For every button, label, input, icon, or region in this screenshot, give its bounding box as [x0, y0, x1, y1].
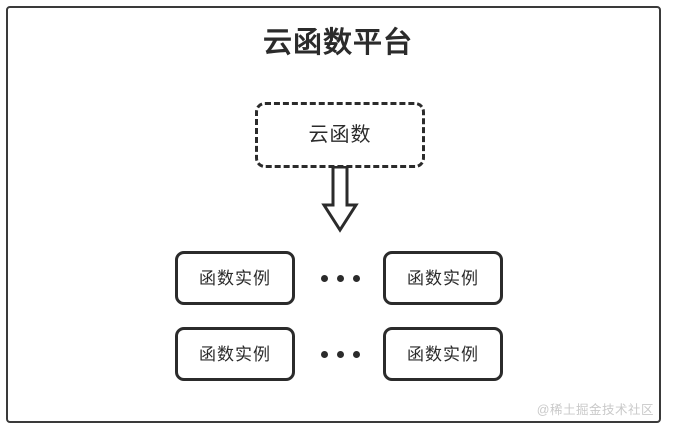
- instance-box-row1-col2: 函数实例: [383, 251, 503, 305]
- instance-box-row1-col1: 函数实例: [175, 251, 295, 305]
- ellipsis-row2: [310, 344, 370, 364]
- instance-label: 函数实例: [407, 268, 479, 288]
- ellipsis-row1: [310, 268, 370, 288]
- dot-icon: [336, 274, 344, 282]
- cloud-function-label: 云函数: [308, 124, 372, 146]
- cloud-function-node: 云函数: [255, 102, 425, 168]
- dot-icon: [336, 350, 344, 358]
- instance-label: 函数实例: [407, 344, 479, 364]
- instance-box-row2-col2: 函数实例: [383, 327, 503, 381]
- dot-icon: [320, 350, 328, 358]
- dot-icon: [320, 274, 328, 282]
- dot-icon: [352, 274, 360, 282]
- instance-label: 函数实例: [199, 268, 271, 288]
- instance-label: 函数实例: [199, 344, 271, 364]
- page-title: 云函数平台: [262, 27, 413, 59]
- instance-box-row2-col1: 函数实例: [175, 327, 295, 381]
- watermark: @稀土掘金技术社区: [536, 403, 654, 417]
- down-block-arrow-icon: [321, 165, 359, 234]
- dot-icon: [352, 350, 360, 358]
